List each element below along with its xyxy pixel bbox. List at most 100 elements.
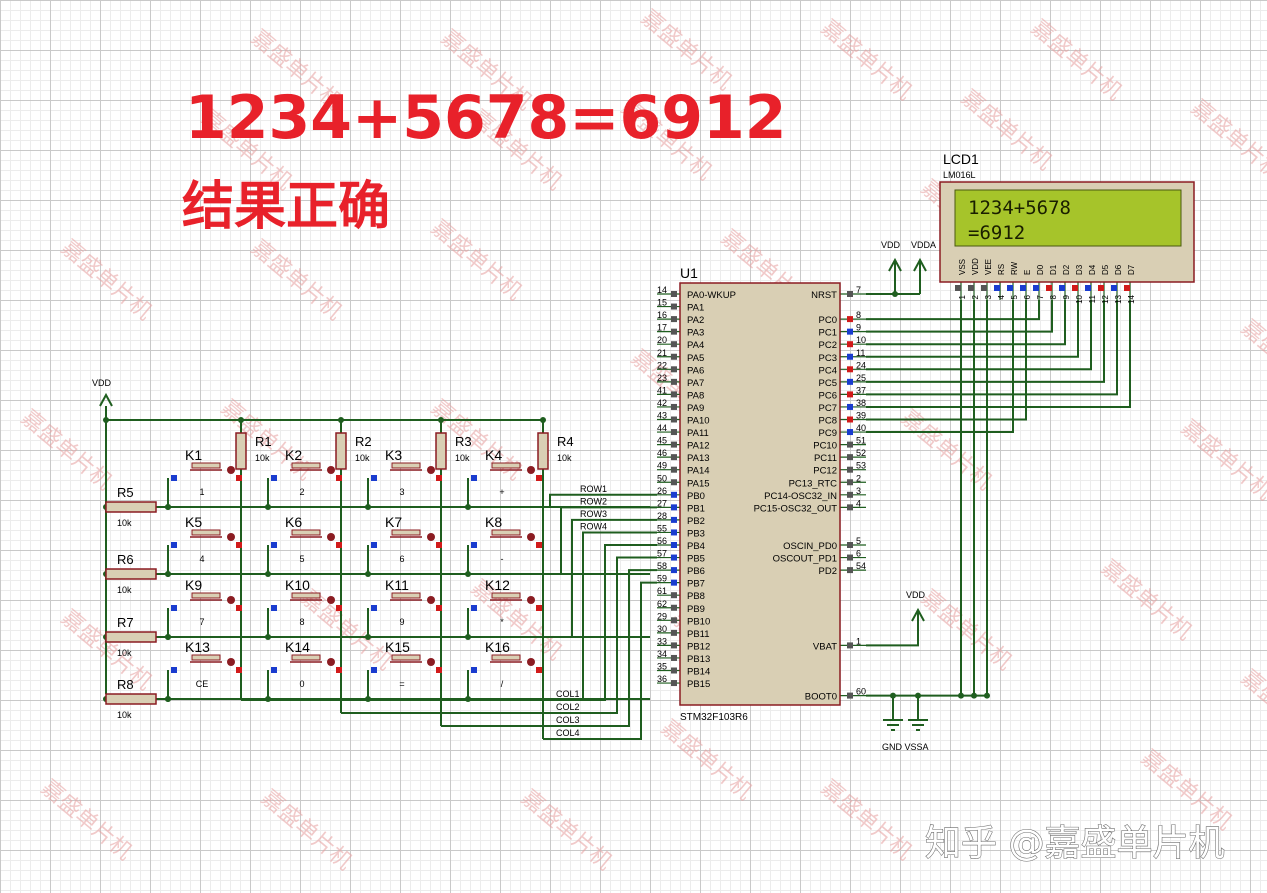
lcd-bus-wire (866, 300, 1092, 371)
key-cap (291, 592, 321, 599)
mcu-pin-name: PC11 (814, 453, 837, 464)
junction-dot (892, 291, 898, 297)
mcu-pin-number: 62 (657, 599, 667, 609)
key-pin-marker (371, 542, 377, 548)
resistor-ref: R8 (117, 677, 134, 692)
mcu-pin-number: 1 (856, 636, 861, 646)
mcu-pin-marker (671, 604, 677, 611)
lcd-pin-name: VSS (958, 259, 967, 275)
key-label: 1 (199, 487, 204, 497)
key-pin-marker (436, 542, 442, 548)
col-net-label: COL3 (556, 715, 580, 725)
mcu-pin-marker (671, 567, 677, 574)
mcu-pin-number: 38 (856, 398, 866, 408)
row-net-label: ROW4 (580, 521, 607, 531)
mcu-body (679, 282, 841, 706)
mcu-pin-marker (847, 491, 853, 498)
mcu-pin-number: 28 (657, 511, 667, 521)
lcd-pin-name: VEE (984, 259, 993, 275)
mcu-pin-name: PC7 (819, 403, 837, 414)
key-pin-marker (371, 605, 377, 611)
key-contact (227, 533, 235, 541)
mcu-pin-name: PB13 (687, 654, 710, 665)
resistor-body (335, 432, 347, 470)
mcu-pin-number: 60 (856, 687, 866, 697)
key-contact (527, 466, 535, 474)
resistor-body (537, 432, 549, 470)
mcu-pin-name: PB0 (687, 491, 705, 502)
mcu-pin-marker (847, 316, 853, 323)
lcd-pin-name: D7 (1127, 264, 1136, 275)
key-pin-marker (536, 605, 542, 611)
junction-dot (165, 696, 171, 702)
mcu-pin-name: PB5 (687, 554, 705, 565)
lcd-pin-marker (1124, 285, 1130, 291)
mcu-pin-name: PA15 (687, 478, 710, 489)
key-pin-marker (436, 605, 442, 611)
lcd-pin-number: 1 (958, 294, 967, 299)
junction-dot (365, 634, 371, 640)
key-cap (191, 654, 221, 661)
vdd-label: VDD (881, 240, 901, 250)
headline-equation: 1234+5678=6912 (185, 83, 787, 153)
mcu-pin-name: PA12 (687, 441, 710, 452)
watermark-text: 嘉盛单片机 (1236, 315, 1267, 405)
lcd-pin-marker (1046, 285, 1052, 291)
junction-dot (265, 504, 271, 510)
mcu-pin-name: PC0 (819, 315, 837, 326)
key-cap (491, 529, 521, 536)
mcu-pin-number: 39 (856, 411, 866, 421)
watermark-text: 嘉盛单片机 (1136, 745, 1236, 835)
row-net-wire (582, 531, 657, 699)
key-contact (327, 533, 335, 541)
lcd-pin-number: 5 (1010, 294, 1019, 299)
key-pin-marker (236, 475, 242, 481)
mcu-pin-number: 58 (657, 561, 667, 571)
key-contact (427, 466, 435, 474)
vbat-wire (866, 610, 919, 647)
mcu-pin-number: 35 (657, 662, 667, 672)
lcd-pin-marker (1020, 285, 1026, 291)
key-pin-marker (371, 475, 377, 481)
key-contact (327, 596, 335, 604)
mcu-pin-marker (671, 366, 677, 373)
mcu-pin-marker (847, 642, 853, 649)
lcd-pin-marker (968, 285, 974, 291)
lcd-pin-name: D6 (1114, 264, 1123, 275)
watermark-text: 嘉盛单片机 (426, 215, 526, 305)
mcu-pin-marker (671, 579, 677, 586)
lcd-bus-wire (866, 300, 1027, 421)
mcu-pin-name: PB1 (687, 503, 705, 514)
lcd-pin-marker (994, 285, 1000, 291)
mcu-pin-name: PB7 (687, 579, 705, 590)
mcu-pin-name: PC5 (819, 378, 837, 389)
mcu-pin-number: 53 (856, 461, 866, 471)
mcu-pin-name: PA11 (687, 428, 709, 439)
watermark-text: 嘉盛单片机 (656, 715, 756, 805)
watermark-text: 嘉盛单片机 (816, 15, 916, 105)
key-label: 7 (199, 617, 204, 627)
gnd-vssa-label: GND VSSA (882, 742, 929, 752)
mcu-pin-marker (847, 416, 853, 423)
key-cap (391, 654, 421, 661)
key-pin-marker (271, 605, 277, 611)
col-net-label: COL2 (556, 702, 580, 712)
mcu-pin-name: PB4 (687, 541, 705, 552)
mcu-pin-number: 36 (657, 674, 667, 684)
key-ref: K15 (385, 639, 410, 655)
mcu-pin-number: 9 (856, 323, 861, 333)
key-label: 4 (199, 554, 204, 564)
mcu-pin-marker (671, 429, 677, 436)
key-ref: K14 (285, 639, 310, 655)
key-pin-marker (271, 667, 277, 673)
mcu-pin-name: PA7 (687, 378, 704, 389)
mcu-pin-name: VBAT (813, 641, 837, 652)
lcd-bus-wire (866, 300, 1131, 408)
resistor-value: 10k (117, 585, 132, 595)
lcd-pin-number: 10 (1075, 294, 1084, 303)
mcu-pin-marker (847, 567, 853, 574)
resistor-body (105, 568, 157, 580)
lcd-pin-marker (1098, 285, 1104, 291)
mcu-pin-number: 27 (657, 498, 667, 508)
